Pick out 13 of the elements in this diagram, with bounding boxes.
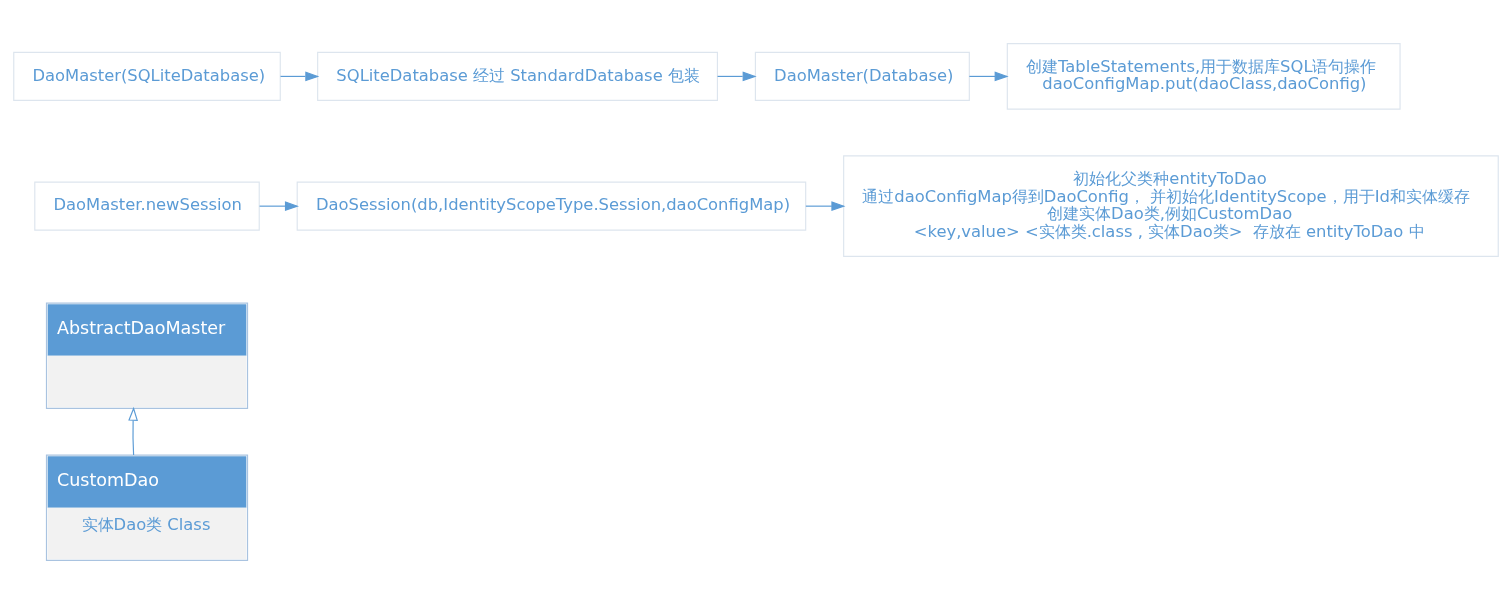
- node-box: DaoMaster(Database): [754, 51, 970, 101]
- arrow: [279, 71, 320, 81]
- node-box: DaoSession(db,IdentityScopeType.Session,daoConfigMap): [296, 181, 807, 231]
- node-box: SQLiteDatabase 经过 StandardDatabase 包装: [317, 51, 718, 101]
- arrow: [128, 406, 139, 456]
- node-box: DaoMaster.newSession: [34, 181, 260, 231]
- arrow: [717, 71, 757, 81]
- arrow: [259, 200, 299, 211]
- node-box: 初始化父类种entityToDao 通过daoConfigMap得到DaoConfig， 并初始化IdentityScope，用于Id和实体缓存 创建实体Dao类,例如CustomDao <key,value> <实体类.class , 实体Dao类> 存放在 entityToDao 中: [843, 154, 1499, 257]
- node-box: DaoMaster(SQLiteDatabase): [13, 51, 281, 101]
- node-box: 创建TableStatements,用于数据库SQL语句操作 daoConfigMap.put(daoClass,daoConfig): [1006, 42, 1401, 110]
- arrow: [805, 200, 846, 211]
- arrow: [968, 71, 1009, 81]
